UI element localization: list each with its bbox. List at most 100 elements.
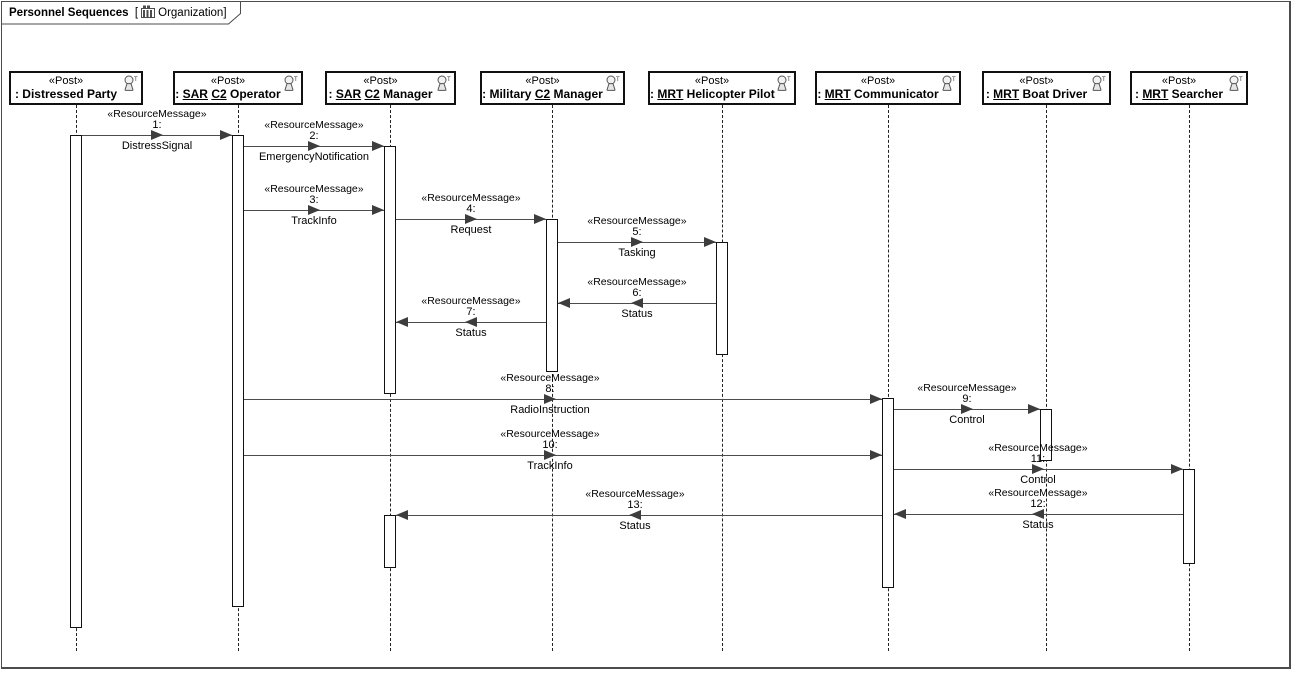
lifeline-line-mrt-helicopter-pilot[interactable]	[722, 105, 723, 651]
activation-bar[interactable]	[384, 515, 396, 568]
message-arrowhead-icon	[396, 317, 408, 327]
message-name[interactable]: Status	[621, 308, 653, 320]
message-name[interactable]: Status	[1022, 519, 1054, 531]
post-icon: T	[281, 75, 299, 97]
message-number[interactable]: 2:	[309, 130, 319, 142]
activation-bar[interactable]	[546, 219, 558, 372]
message-stereotype[interactable]: «ResourceMessage»	[988, 442, 1088, 454]
activation-bar[interactable]	[882, 398, 894, 588]
post-icon: T	[1226, 75, 1244, 97]
message-arrowhead-icon	[544, 394, 556, 404]
message-number[interactable]: 3:	[309, 194, 319, 206]
lifeline-name-segment: MRT	[1142, 87, 1169, 101]
svg-text:T: T	[1239, 77, 1243, 83]
message-name[interactable]: TrackInfo	[291, 215, 337, 227]
lifeline-line-mrt-boat-driver[interactable]	[1046, 105, 1047, 651]
message-arrowhead-icon	[534, 214, 546, 224]
message-number[interactable]: 9:	[962, 393, 972, 405]
activation-bar[interactable]	[1040, 409, 1052, 461]
message-stereotype[interactable]: «ResourceMessage»	[107, 108, 207, 120]
message-number[interactable]: 10:	[542, 439, 558, 451]
message-arrowhead-icon	[372, 141, 384, 151]
message-line[interactable]	[244, 399, 882, 400]
lifeline-line-mrt-communicator[interactable]	[888, 105, 889, 651]
lifeline-stereotype: «Post»	[525, 75, 560, 87]
svg-text:T: T	[294, 77, 298, 83]
message-stereotype[interactable]: «ResourceMessage»	[421, 295, 521, 307]
message-name[interactable]: Request	[450, 224, 492, 236]
message-number[interactable]: 7:	[466, 306, 476, 318]
diagram-title-tab: Personnel Sequences [Organization]	[1, 1, 243, 25]
message-number[interactable]: 12:	[1030, 498, 1046, 510]
message-stereotype[interactable]: «ResourceMessage»	[988, 487, 1088, 499]
activation-bar[interactable]	[1183, 469, 1195, 564]
post-icon: T	[121, 75, 139, 97]
lifeline-name-segment: Boat Driver	[1019, 87, 1088, 101]
message-stereotype[interactable]: «ResourceMessage»	[587, 276, 687, 288]
message-number[interactable]: 4:	[466, 203, 476, 215]
lifeline-name-segment: Operator	[226, 87, 281, 101]
message-stereotype[interactable]: «ResourceMessage»	[585, 488, 685, 500]
message-number[interactable]: 11:	[1030, 453, 1046, 465]
lifeline-name-segment: :	[817, 87, 825, 101]
message-number[interactable]: 5:	[632, 226, 642, 238]
lifeline-stereotype: «Post»	[48, 75, 84, 87]
post-icon: T	[774, 75, 792, 97]
message-stereotype[interactable]: «ResourceMessage»	[500, 372, 600, 384]
post-icon: T	[939, 75, 957, 97]
message-name[interactable]: Status	[619, 520, 651, 532]
activation-bar[interactable]	[384, 146, 396, 394]
message-name[interactable]: Control	[1020, 474, 1056, 486]
activation-bar[interactable]	[70, 135, 82, 628]
message-stereotype[interactable]: «ResourceMessage»	[264, 119, 364, 131]
message-stereotype[interactable]: «ResourceMessage»	[500, 428, 600, 440]
diagram-title: Personnel Sequences	[9, 7, 129, 19]
message-stereotype[interactable]: «ResourceMessage»	[264, 183, 364, 195]
lifeline-name: : Military C2 Manager	[482, 87, 623, 101]
message-number[interactable]: 13:	[627, 499, 643, 511]
message-name[interactable]: EmergencyNotification	[258, 151, 370, 163]
activation-bar[interactable]	[716, 242, 728, 355]
message-stereotype[interactable]: «ResourceMessage»	[421, 192, 521, 204]
message-line[interactable]	[244, 455, 882, 456]
message-name[interactable]: Status	[455, 327, 487, 339]
message-name[interactable]: Tasking	[618, 247, 656, 259]
message-name[interactable]: TrackInfo	[527, 460, 573, 472]
message-stereotype[interactable]: «ResourceMessage»	[917, 382, 1017, 394]
lifeline-name-segment: Communicator	[850, 87, 939, 101]
lifeline-name: : SAR C2 Operator	[175, 87, 301, 101]
message-name[interactable]: DistressSignal	[121, 140, 193, 152]
message-number[interactable]: 8:	[545, 383, 555, 395]
lifeline-name-segment: SAR	[182, 87, 208, 101]
lifeline-name-segment: SAR	[335, 87, 362, 101]
activation-bar[interactable]	[232, 135, 244, 607]
message-name[interactable]: Control	[949, 414, 985, 426]
message-arrowhead-icon	[544, 450, 556, 460]
lifeline-line-mrt-searcher[interactable]	[1189, 105, 1190, 651]
message-arrowhead-icon	[870, 450, 882, 460]
lifeline-name-segment: MRT	[657, 87, 684, 101]
lifeline-name-segment: :	[650, 87, 658, 101]
lifeline-name-segment: Manager	[550, 87, 603, 101]
message-number[interactable]: 1:	[152, 119, 162, 131]
lifeline-name-segment: Helicopter Pilot	[683, 87, 775, 101]
message-stereotype[interactable]: «ResourceMessage»	[587, 215, 687, 227]
message-name[interactable]: RadioInstruction	[510, 404, 590, 416]
message-arrowhead-icon	[465, 214, 477, 224]
lifeline-line-military-c2-manager[interactable]	[552, 105, 553, 651]
message-number[interactable]: 6:	[632, 287, 642, 299]
lifeline-stereotype: «Post»	[1019, 75, 1054, 87]
lifeline-name-segment: : Distressed Party	[14, 87, 118, 101]
svg-text:T: T	[952, 77, 956, 83]
lifeline-name: : MRT Communicator	[817, 87, 959, 101]
